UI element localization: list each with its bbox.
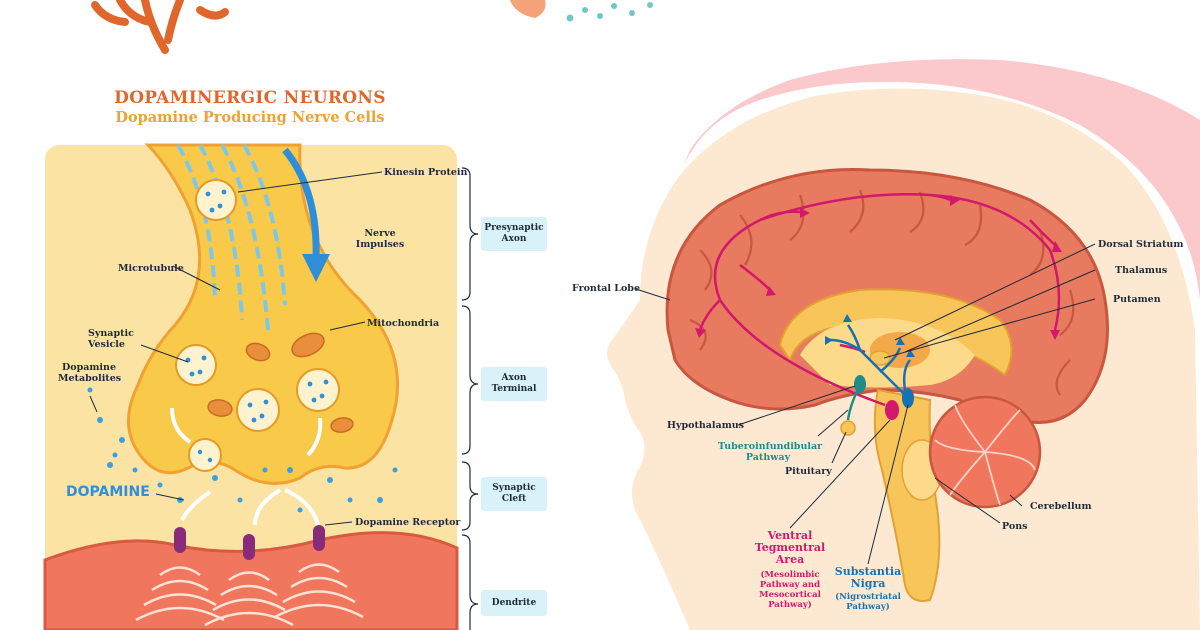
label-hypothalamus: Hypothalamus bbox=[667, 420, 744, 431]
stage-synaptic-cleft: Synaptic Cleft bbox=[481, 477, 547, 511]
cerebellum-folds bbox=[934, 404, 1036, 506]
label-thalamus: Thalamus bbox=[1115, 265, 1168, 276]
signal-waves bbox=[135, 563, 364, 627]
brain-leader-lines bbox=[635, 243, 1096, 565]
neuron-title: DOPAMINERGIC NEURONS bbox=[114, 88, 386, 108]
pituitary bbox=[840, 420, 856, 436]
label-vta-pathways: (Mesolimbic Pathway and Mesocortical Pat… bbox=[759, 570, 821, 610]
decor-coral-top-left bbox=[91, 0, 229, 54]
hypothalamus bbox=[854, 375, 866, 393]
stage-brackets bbox=[461, 167, 479, 630]
ventral-tegmental-area bbox=[885, 400, 899, 420]
neuron-subtitle: Dopamine Producing Nerve Cells bbox=[115, 109, 385, 126]
label-cerebellum: Cerebellum bbox=[1030, 501, 1092, 512]
nigrostriatal-pathway bbox=[829, 324, 912, 399]
decor-dots-top-center bbox=[510, 0, 653, 22]
mesocortical-pathway bbox=[698, 193, 1061, 407]
label-dorsal-striatum: Dorsal Striatum bbox=[1098, 239, 1184, 250]
vesicle-dopamine-dots bbox=[185, 189, 329, 463]
brain-panel bbox=[607, 59, 1200, 630]
label-kinesin-protein: Kinesin Protein bbox=[384, 167, 468, 178]
label-pituitary: Pituitary bbox=[785, 466, 832, 477]
label-nerve-impulses: Nerve Impulses bbox=[355, 228, 405, 250]
putamen bbox=[869, 350, 891, 366]
label-synaptic-vesicle: Synaptic Vesicle bbox=[88, 328, 134, 350]
dopamine-particles bbox=[87, 387, 398, 513]
label-dopamine-receptor: Dopamine Receptor bbox=[355, 517, 461, 528]
stage-dendrite: Dendrite bbox=[481, 590, 547, 616]
pathway-arrowheads bbox=[695, 195, 1062, 340]
label-frontal-lobe: Frontal Lobe bbox=[572, 283, 640, 294]
synaptic-vesicles bbox=[175, 179, 340, 472]
label-mitochondria: Mitochondria bbox=[367, 318, 440, 329]
label-nigrostriatal-pathway: (Nigrostriatal Pathway) bbox=[835, 592, 901, 612]
mitochondria bbox=[207, 332, 354, 433]
substantia-nigra bbox=[902, 388, 914, 408]
label-dopamine: DOPAMINE bbox=[66, 484, 150, 500]
dendrite bbox=[43, 531, 459, 630]
brain-folds bbox=[689, 189, 1075, 396]
label-tuberoinfundibular-pathway: Tuberoinfundibular Pathway bbox=[718, 441, 823, 463]
blue-arrowheads bbox=[825, 314, 915, 357]
hair bbox=[680, 59, 1200, 300]
dopamine-receptors bbox=[174, 525, 325, 560]
label-dopamine-metabolites: Dopamine Metabolites bbox=[58, 362, 122, 384]
release-arrows bbox=[170, 407, 323, 526]
label-microtubule: Microtubule bbox=[118, 263, 184, 274]
label-pons: Pons bbox=[1002, 521, 1028, 532]
label-putamen: Putamen bbox=[1113, 294, 1161, 305]
neuron-leader-lines bbox=[89, 171, 383, 526]
label-substantia-nigra: Substantia Nigra bbox=[834, 565, 902, 590]
nerve-impulse-arrow bbox=[282, 147, 330, 282]
stage-axon-terminal: Axon Terminal bbox=[481, 367, 547, 401]
neuron-panel bbox=[43, 143, 459, 630]
label-ventral-tegmental-area: Ventral Tegmentral Area bbox=[754, 529, 826, 566]
stage-presynaptic-axon: Presynaptic Axon bbox=[481, 217, 547, 251]
